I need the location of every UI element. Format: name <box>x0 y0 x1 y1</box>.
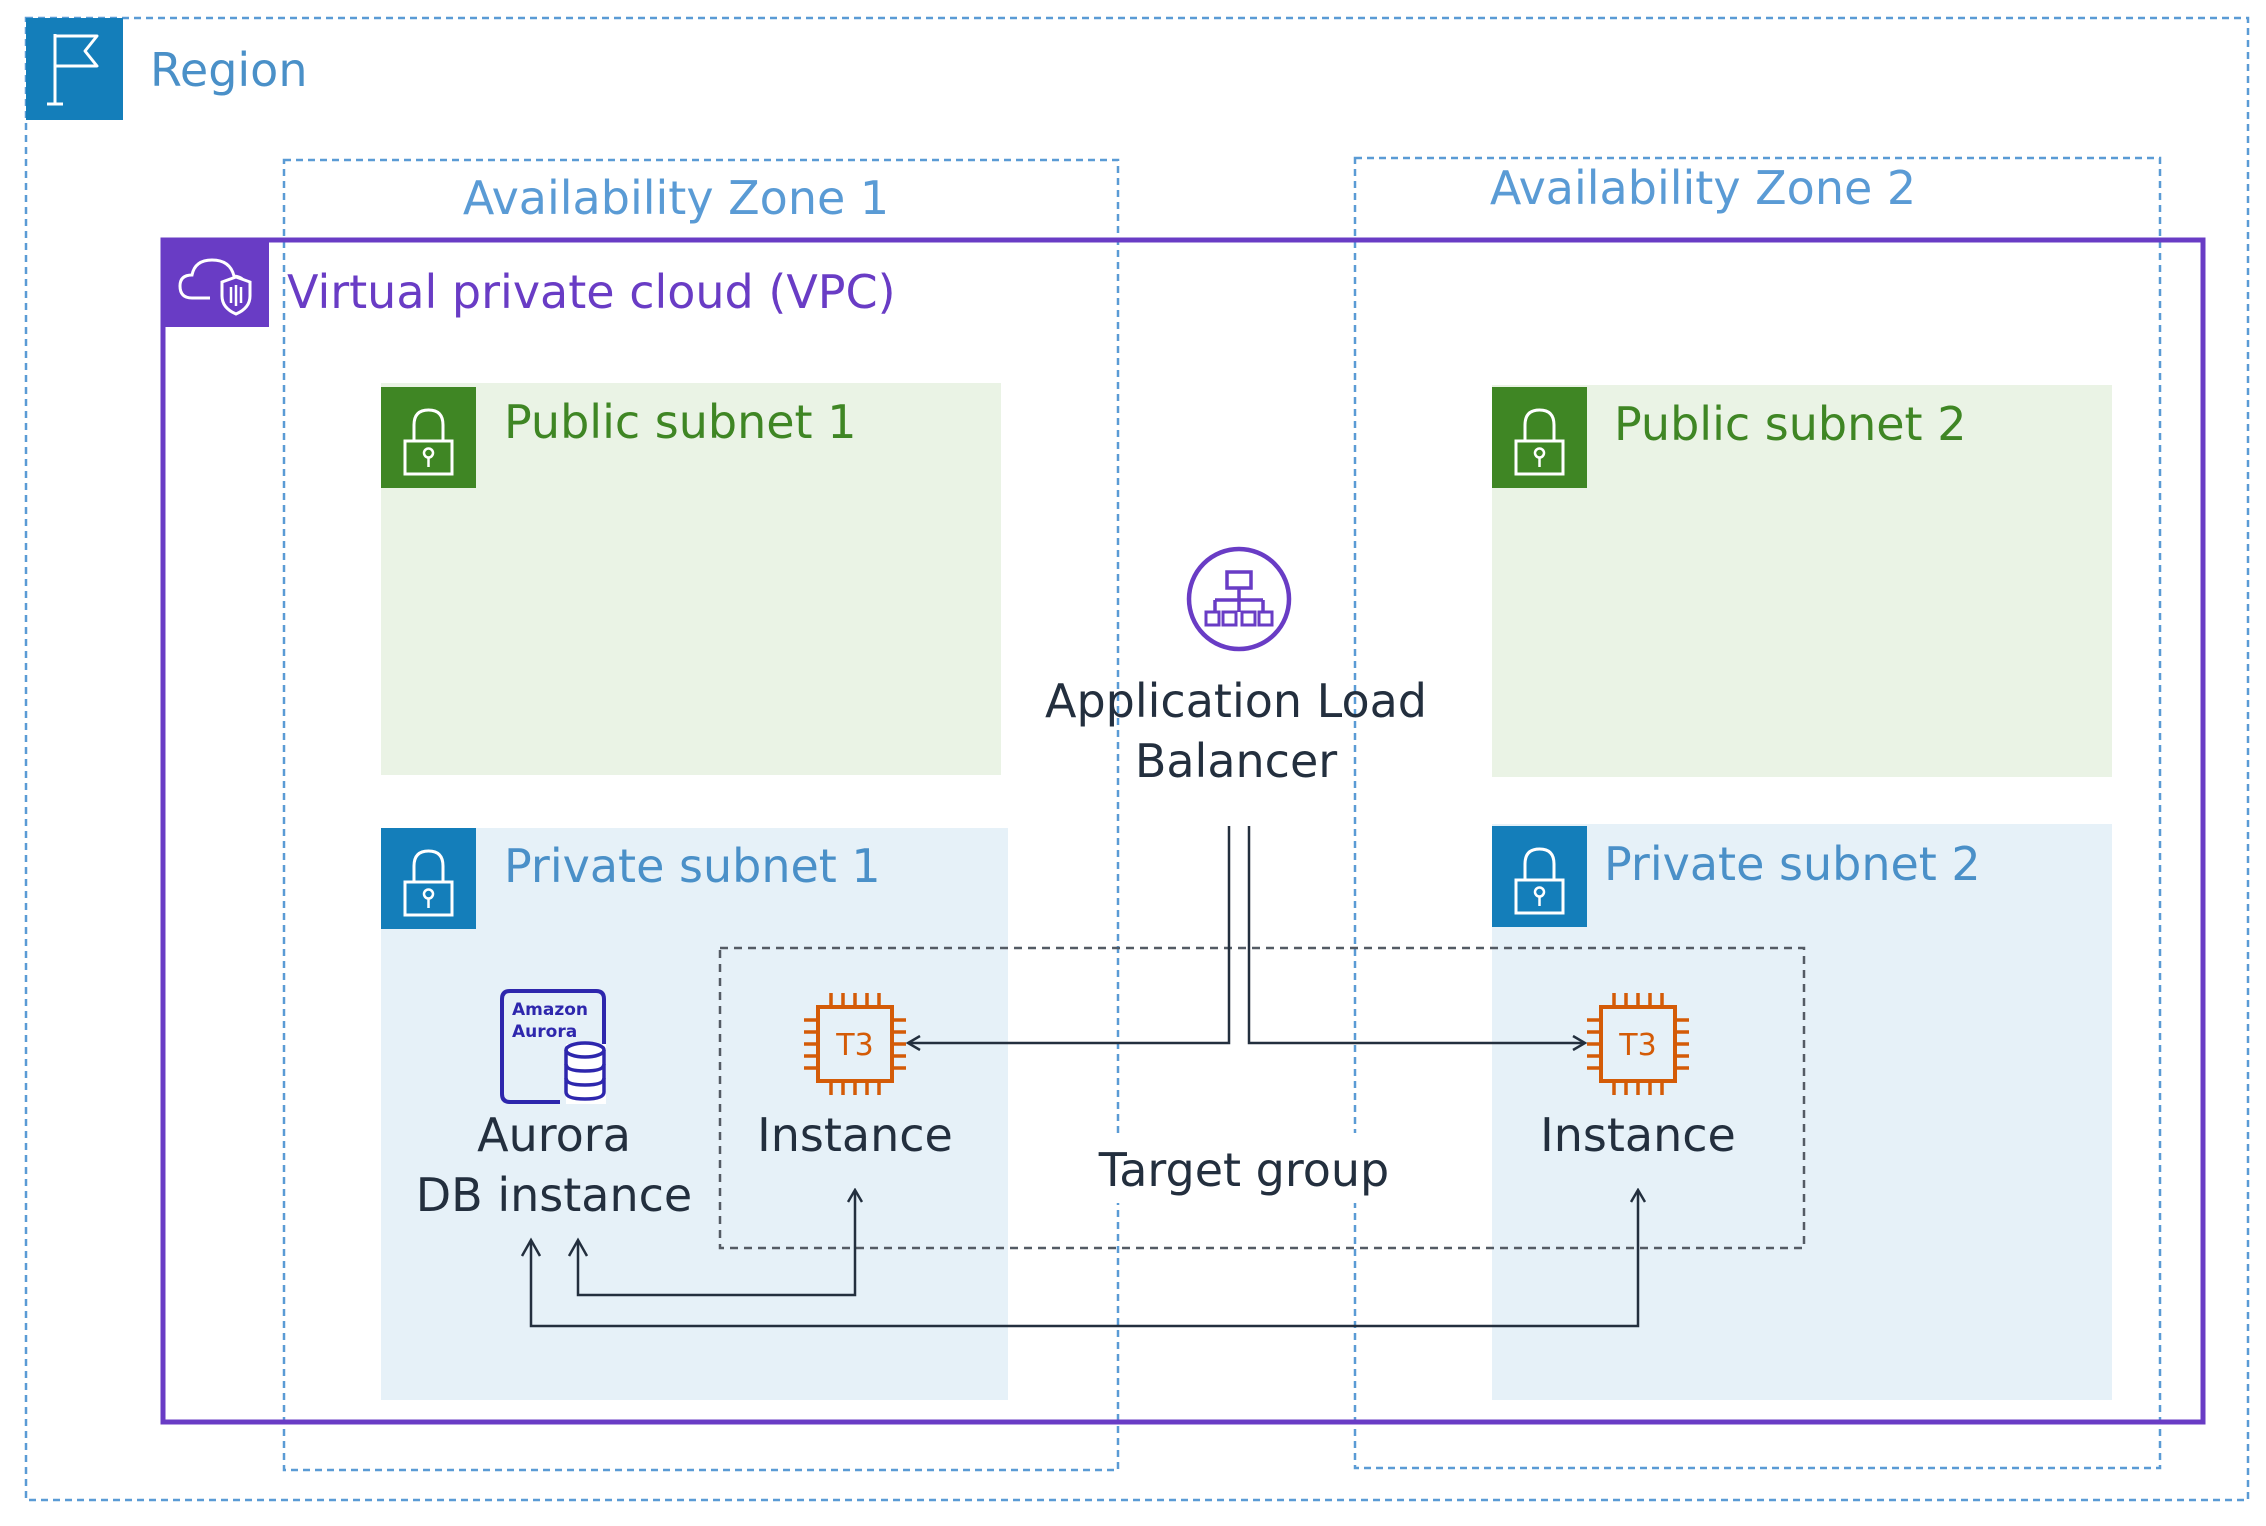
chip-icon <box>804 993 906 1095</box>
private-subnet-1-label: Private subnet 1 <box>504 839 881 893</box>
vpc-boundary <box>160 237 2206 1425</box>
private-subnet-1 <box>381 828 1008 1400</box>
region-label: Region <box>150 43 307 97</box>
public-subnet-1 <box>381 383 1001 775</box>
availability-zone-2-label: Availability Zone 2 <box>1490 161 1916 215</box>
aurora-logo-line2: Aurora <box>512 1022 577 1042</box>
availability-zone-1 <box>282 158 1120 1472</box>
public-subnet-1-label: Public subnet 1 <box>504 395 856 449</box>
aurora-db-icon <box>500 989 606 1104</box>
aurora-arrowhead-from-instance-1 <box>567 1237 589 1257</box>
aurora-arrowhead-from-instance-2 <box>520 1237 542 1257</box>
public-subnet-2 <box>1492 385 2112 777</box>
cloud-shield-icon <box>165 242 269 327</box>
availability-zone-1-label: Availability Zone 1 <box>463 171 889 225</box>
target-group-label-backdrop <box>1092 1133 1400 1203</box>
padlock-icon <box>1492 826 1587 927</box>
region-boundary <box>24 16 2250 1502</box>
load-balancer-label-line1: Application Load <box>1045 674 1427 728</box>
instance-1-aurora-connection <box>576 1190 855 1297</box>
instance-1-type: T3 <box>835 1028 873 1063</box>
aurora-label-line1: Aurora <box>477 1108 631 1162</box>
chip-icon <box>1587 993 1689 1095</box>
elb-icon <box>1186 546 1292 652</box>
vpc-label: Virtual private cloud (VPC) <box>287 265 896 319</box>
alb-to-instance-1-arrow <box>908 826 1231 1043</box>
instance-2-type: T3 <box>1618 1028 1656 1063</box>
instance-2-label: Instance <box>1540 1108 1736 1162</box>
aurora-label-line2: DB instance <box>416 1168 692 1222</box>
padlock-icon <box>381 828 476 929</box>
public-subnet-2-label: Public subnet 2 <box>1614 397 1966 451</box>
target-group-label: Target group <box>1098 1143 1390 1197</box>
private-subnet-2-label: Private subnet 2 <box>1604 837 1981 891</box>
instance-2-aurora-connection <box>529 1190 1638 1328</box>
alb-to-instance-2-arrow <box>1247 826 1585 1043</box>
aurora-logo-line1: Amazon <box>512 1000 588 1020</box>
padlock-icon <box>1492 387 1587 488</box>
flag-icon <box>26 18 123 120</box>
instance-1-label: Instance <box>757 1108 953 1162</box>
private-subnet-2 <box>1492 824 2112 1400</box>
target-group-boundary <box>718 946 1806 1250</box>
load-balancer-label-line2: Balancer <box>1135 734 1337 788</box>
padlock-icon <box>381 387 476 488</box>
availability-zone-2 <box>1353 156 2162 1470</box>
